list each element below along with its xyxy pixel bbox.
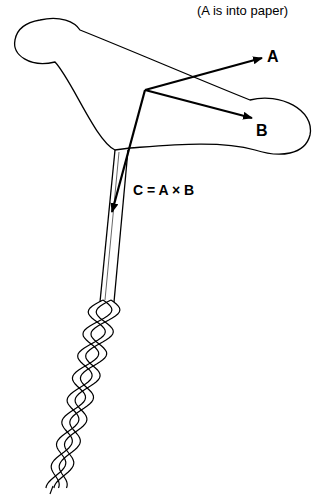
corkscrew-handle <box>15 18 311 154</box>
screw-edge <box>51 300 112 488</box>
equation-label: C = A × B <box>132 182 195 198</box>
note-label: (A is into paper) <box>196 4 289 19</box>
screw-edge <box>54 300 113 488</box>
vector-arrows <box>112 58 262 212</box>
screw-edge <box>59 300 120 488</box>
corkscrew-stem <box>100 150 128 302</box>
vector-label: A <box>266 48 280 66</box>
screw-edge <box>46 300 105 488</box>
vector-label: B <box>255 122 269 140</box>
vector-b <box>145 90 252 118</box>
corkscrew-screw <box>46 300 120 494</box>
screw-tip <box>50 486 53 494</box>
vector-a <box>145 58 262 90</box>
